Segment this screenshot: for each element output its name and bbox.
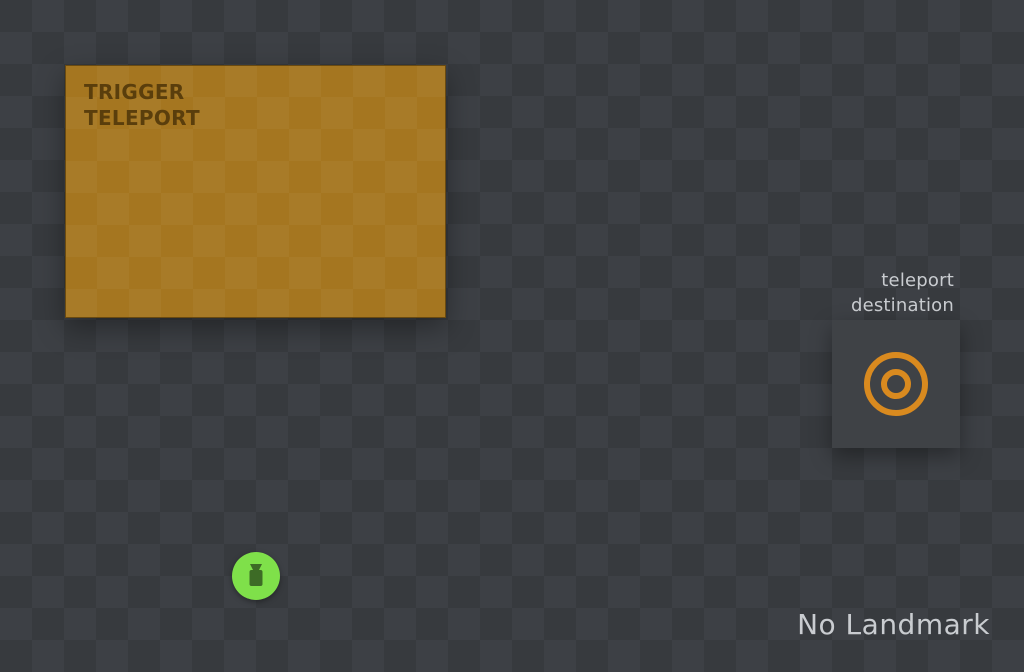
target-icon [864, 352, 928, 416]
teleport-destination-pad [832, 320, 960, 448]
trigger-label: TRIGGER TELEPORT [84, 80, 200, 130]
landmark-status-text: No Landmark [797, 608, 990, 641]
trigger-teleport-zone: TRIGGER TELEPORT [65, 65, 446, 318]
player-icon [249, 564, 263, 586]
player-avatar [232, 552, 280, 600]
teleport-destination-label: teleport destination [850, 270, 954, 316]
